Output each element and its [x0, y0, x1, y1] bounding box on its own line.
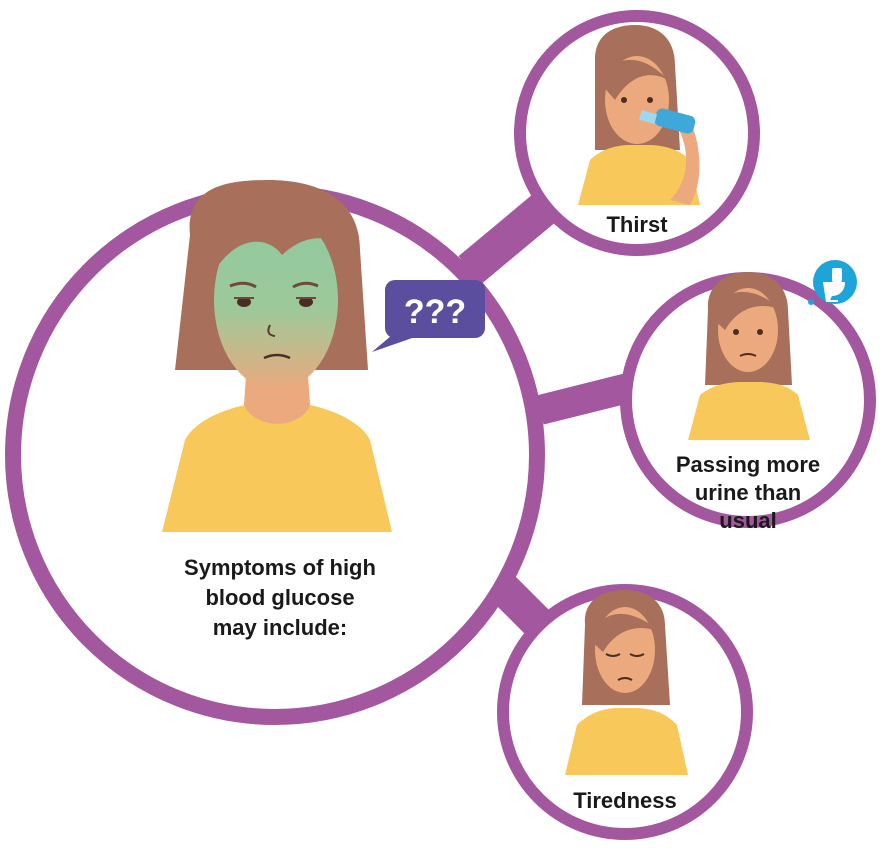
label-urination-line-2: urine than	[695, 480, 801, 505]
main-person-figure	[162, 180, 392, 532]
label-urination-line-1: Passing more	[676, 452, 820, 477]
label-tiredness: Tiredness	[573, 788, 677, 813]
speech-bubble-text: ???	[404, 293, 466, 331]
label-urination-line-3: usual	[719, 508, 776, 533]
label-thirst: Thirst	[606, 212, 668, 237]
main-caption-line-2: blood glucose	[205, 585, 354, 610]
main-caption-line-3: may include:	[213, 615, 347, 640]
main-caption-line-1: Symptoms of high	[184, 555, 376, 580]
